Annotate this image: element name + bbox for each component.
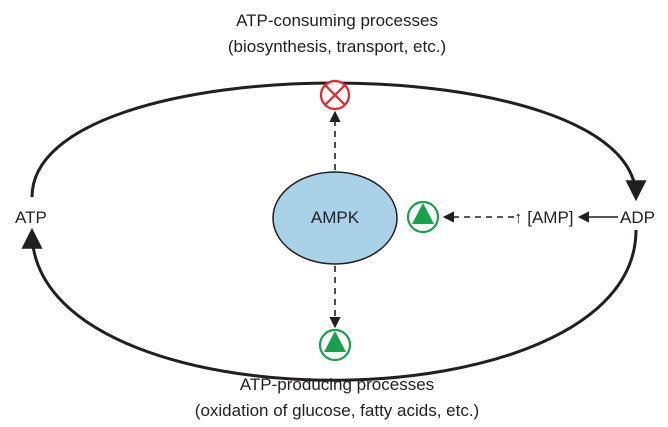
producing-title: ATP-producing processes xyxy=(239,375,435,394)
consuming-subtitle: (biosynthesis, transport, etc.) xyxy=(227,37,447,56)
activate-icon-producing xyxy=(318,328,352,362)
producing-subtitle: (oxidation of glucose, fatty acids, etc.… xyxy=(194,401,480,420)
ampk-label: AMPK xyxy=(310,208,360,227)
amp-label: ↑ [AMP] xyxy=(514,208,574,227)
consuming-title: ATP-consuming processes xyxy=(236,11,438,30)
atp-label: ATP xyxy=(15,208,47,227)
cycle-arc-bottom xyxy=(21,227,638,382)
activate-icon-amp xyxy=(406,200,440,234)
ampk-ellipse xyxy=(272,171,398,265)
inhibit-icon xyxy=(319,79,351,111)
adp-label: ADP xyxy=(620,208,655,227)
